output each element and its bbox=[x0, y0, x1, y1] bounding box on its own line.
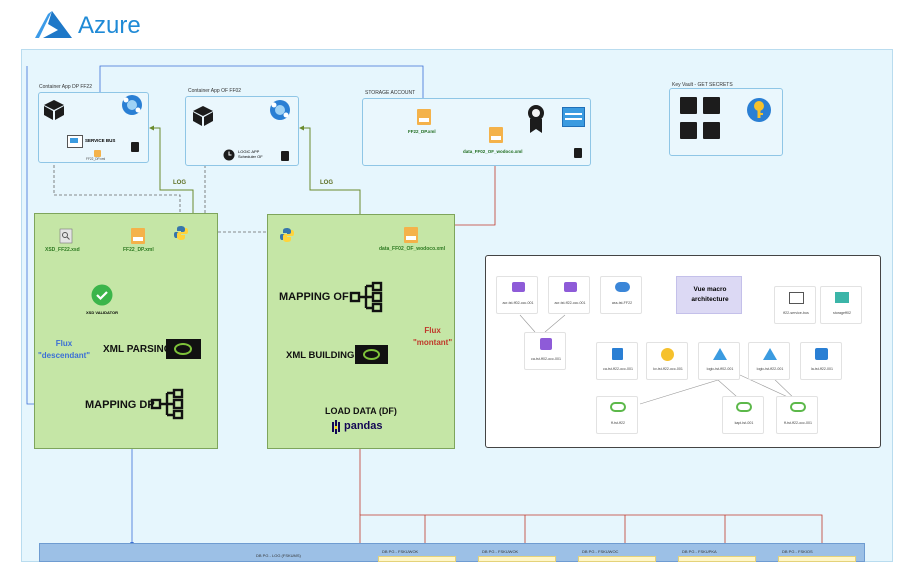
load-data-label: LOAD DATA (DF) bbox=[325, 406, 397, 416]
box-title: Container App DP FF22 bbox=[39, 84, 92, 90]
of-xml-label: data_FF02_OF_wodoco.xml bbox=[379, 246, 446, 252]
box-title: Container App OF FF02 bbox=[188, 88, 242, 94]
lxml-logo-icon bbox=[166, 339, 201, 359]
log-label: LOG bbox=[320, 180, 333, 186]
db-table-label: DB PG - FSKUPKA bbox=[682, 549, 717, 554]
macro-node: ca-tst-ff22-occ-001 bbox=[596, 342, 638, 380]
xsd-file-label: XSD_FF22.xsd bbox=[45, 247, 80, 253]
key-vault-icon bbox=[747, 98, 771, 122]
macro-node: ass-tst-FF22 bbox=[600, 276, 642, 314]
macro-title: Vue macro architecture bbox=[691, 286, 729, 303]
validator-label: XSD VALIDATOR bbox=[86, 310, 119, 315]
db-table bbox=[478, 556, 556, 562]
ff22-file-label: FF22_DP.xml bbox=[86, 157, 106, 161]
blue-link bbox=[99, 65, 425, 113]
container-icon bbox=[193, 106, 213, 126]
lxml-logo-icon bbox=[355, 345, 388, 364]
log-arrow bbox=[299, 125, 361, 215]
service-bus-label: SERVICE BUS bbox=[85, 138, 116, 143]
certificate-icon bbox=[528, 105, 544, 133]
storage-account: STORAGE ACCOUNT FF22_DP.xml data_FF02_OF… bbox=[362, 90, 591, 166]
container-app-ff02: Container App OF FF02 LOGIC APP Schedule… bbox=[185, 88, 299, 166]
mapping-icon bbox=[349, 281, 383, 313]
secret-icon bbox=[680, 97, 697, 114]
xml-file-icon bbox=[131, 228, 145, 244]
key-icon bbox=[574, 148, 582, 158]
box-title: Key Vault - GET SECRETS bbox=[672, 82, 733, 88]
box-title: STORAGE ACCOUNT bbox=[365, 90, 416, 96]
red-flow bbox=[359, 514, 823, 545]
xml-file-icon bbox=[417, 109, 431, 125]
check-icon bbox=[91, 284, 113, 306]
pandas-label: pandas bbox=[344, 420, 383, 432]
macro-node: ff22-service-bus bbox=[774, 286, 816, 324]
db-table-label: DB PG - FSKUWOK bbox=[482, 549, 519, 554]
xml-file-icon bbox=[404, 227, 418, 243]
macro-node: ff-tst-ff22-occ-001 bbox=[776, 396, 818, 434]
secret-icon bbox=[703, 97, 720, 114]
mapping-dp-label: MAPPING DP bbox=[85, 399, 155, 411]
macro-node: acr-tst-ff02-occ-001 bbox=[496, 276, 538, 314]
storage-icon bbox=[562, 107, 585, 127]
container-app-ff22: Container App DP FF22 SERVICE BUS FF22_D… bbox=[38, 84, 149, 163]
macro-node: acr-tst-ff22-occ-001 bbox=[548, 276, 590, 314]
db-table bbox=[578, 556, 656, 562]
db-table bbox=[678, 556, 756, 562]
pandas-icon bbox=[332, 420, 340, 434]
container-apps-env-icon bbox=[270, 100, 290, 120]
db-table-label: DB PG - FSKUWOC bbox=[582, 549, 619, 554]
macro-node: kv-tst-ff22-occ-001 bbox=[646, 342, 688, 380]
mapping-icon bbox=[150, 388, 184, 420]
macro-node: storageff02 bbox=[820, 286, 862, 324]
db-table-label: DB PG - FSKUWOK bbox=[382, 549, 419, 554]
log-arrow bbox=[149, 125, 194, 215]
flux-montant-label: Flux "montant" bbox=[413, 326, 453, 347]
clock-icon bbox=[223, 149, 235, 161]
dashed-link bbox=[53, 160, 182, 226]
db-table bbox=[778, 556, 856, 562]
dp-pipeline-panel bbox=[34, 213, 218, 449]
macro-node: kapi-tst-001 bbox=[722, 396, 764, 434]
macro-node: ca-tst-ff02-occ-001 bbox=[524, 332, 566, 370]
db-table-label: DB PG - FSKIOS bbox=[782, 549, 813, 554]
macro-node: logic-tst-ff02-001 bbox=[698, 342, 740, 380]
of-pipeline-panel bbox=[267, 214, 455, 449]
storage-dp-file: FF22_DP.xml bbox=[408, 129, 436, 134]
log-label: LOG bbox=[173, 180, 186, 186]
storage-of-file: data_FF02_OF_wodoco.xml bbox=[463, 149, 523, 154]
flux-descendant-label: Flux "descendant" bbox=[38, 339, 91, 360]
key-icon bbox=[131, 142, 139, 152]
python-icon bbox=[280, 228, 294, 242]
db-table bbox=[378, 556, 456, 562]
azure-logo: Azure bbox=[34, 10, 164, 44]
macro-node: logic-tst-ff22-001 bbox=[748, 342, 790, 380]
xml-file-icon bbox=[489, 127, 503, 143]
search-icon bbox=[59, 228, 73, 244]
service-bus-icon bbox=[67, 135, 83, 148]
python-icon bbox=[174, 226, 188, 240]
secret-icon bbox=[703, 122, 720, 139]
logic-app-label: LOGIC APP Scheduler OF bbox=[238, 149, 263, 159]
db-log-label: DB PG - LOG (FSKUMS) bbox=[256, 553, 301, 558]
mapping-of-label: MAPPING OF bbox=[279, 291, 349, 303]
ff22-xml-label: FF22_DP.xml bbox=[123, 247, 154, 253]
brand-text: Azure bbox=[78, 12, 141, 39]
container-icon bbox=[44, 100, 64, 120]
secret-icon bbox=[680, 122, 697, 139]
key-vault: Key Vault - GET SECRETS bbox=[669, 82, 783, 156]
xml-parsing-label: XML PARSING bbox=[103, 344, 172, 355]
container-apps-env-icon bbox=[122, 95, 142, 115]
azure-logo-icon bbox=[35, 11, 72, 38]
xml-building-label: XML BUILDING bbox=[286, 350, 355, 361]
macro-node: ff-tst-ff22 bbox=[596, 396, 638, 434]
key-icon bbox=[281, 151, 289, 161]
macro-node: la-tst-ff22-001 bbox=[800, 342, 842, 380]
xml-file-icon bbox=[94, 150, 101, 157]
macro-title-card: Vue macro architecture bbox=[676, 276, 742, 314]
